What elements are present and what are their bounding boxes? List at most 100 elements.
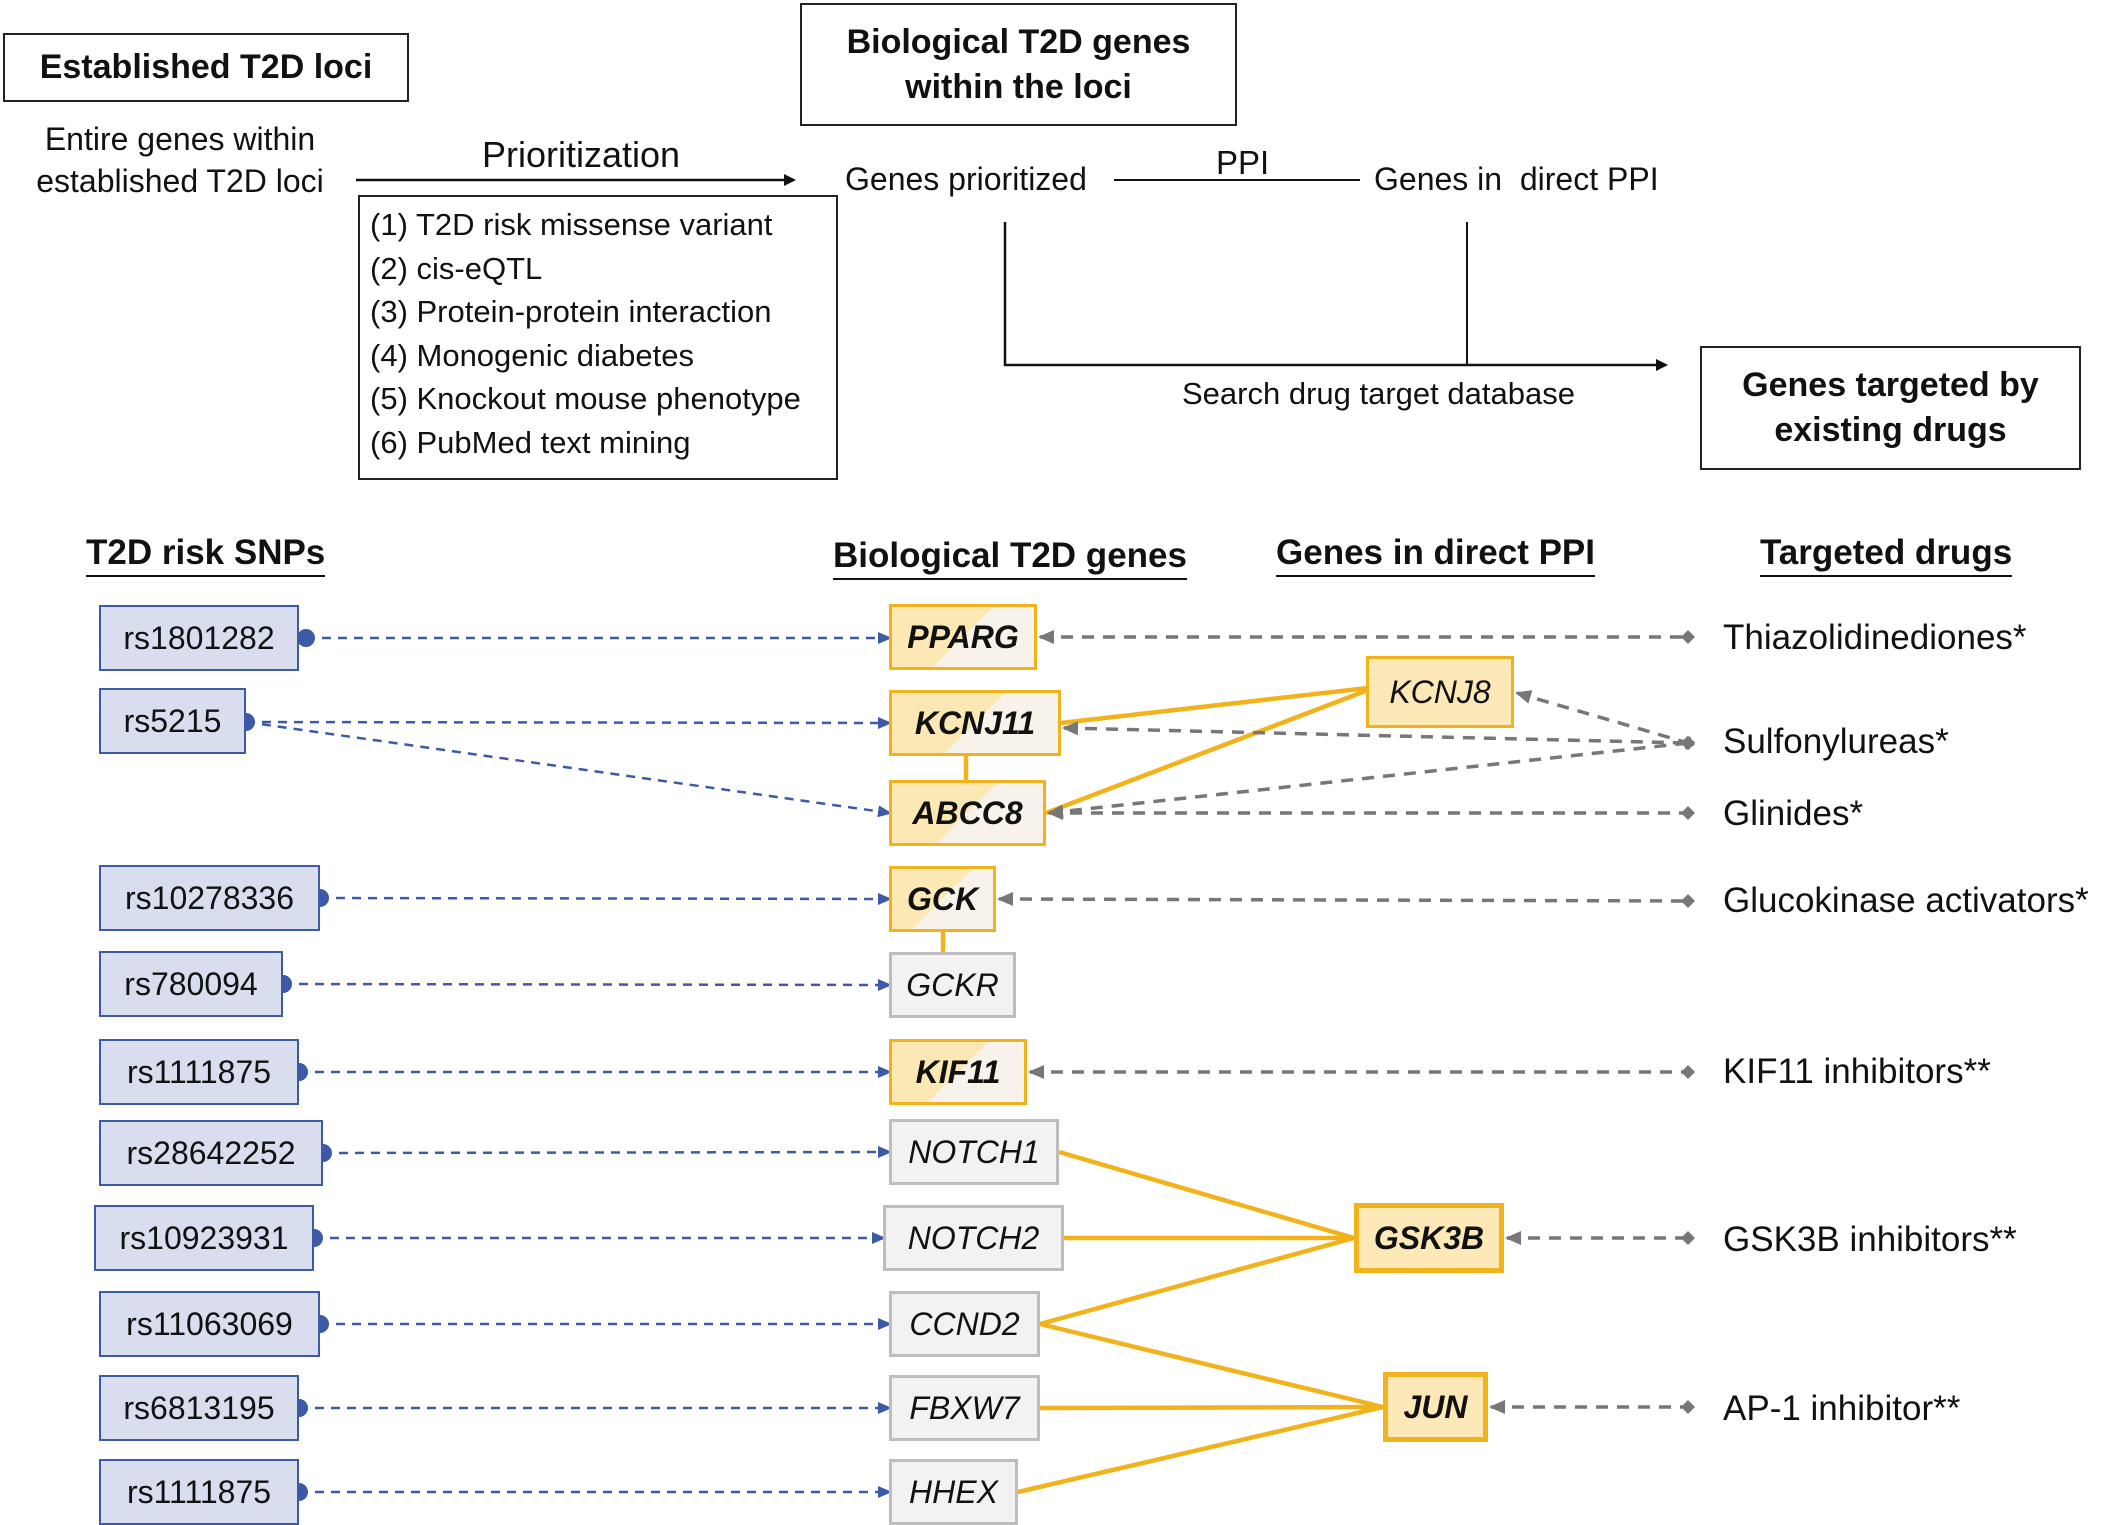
snp-gene-link xyxy=(282,978,892,991)
gene-label: KCNJ11 xyxy=(914,704,1036,741)
gene-label: PPARG xyxy=(907,618,1019,655)
drug-label: Glucokinase activators* xyxy=(1723,881,2089,920)
ppi-gene-box: KCNJ8 xyxy=(1366,656,1514,728)
gene-label: CCND2 xyxy=(909,1305,1020,1342)
snp-label: rs1111875 xyxy=(126,1473,272,1510)
snp-box: rs5215 xyxy=(99,688,246,754)
gene-label: ABCC8 xyxy=(912,794,1023,831)
drug-label: GSK3B inhibitors** xyxy=(1723,1220,2017,1259)
snp-label: rs10278336 xyxy=(124,879,295,916)
established-loci-box: Established T2D loci xyxy=(3,33,409,102)
criteria-item: (5) Knockout mouse phenotype xyxy=(370,381,801,416)
gene-label: NOTCH2 xyxy=(907,1219,1040,1256)
criteria-item: (2) cis-eQTL xyxy=(370,250,543,286)
ppi-link xyxy=(1039,1235,1355,1327)
snp-label: rs5215 xyxy=(123,702,222,739)
entire-genes-line-2: established T2D loci xyxy=(36,163,324,200)
gene-label: HHEX xyxy=(909,1473,998,1510)
biological-genes-line-1: Biological T2D genes xyxy=(846,22,1191,61)
drug-label: KIF11 inhibitors** xyxy=(1723,1052,1991,1091)
biological-genes-line-2: within the loci xyxy=(905,67,1132,106)
snp-gene-link xyxy=(319,892,892,905)
snp-label: rs28642252 xyxy=(126,1134,296,1171)
entire-genes-text: Entire genes within established T2D loci xyxy=(20,118,340,202)
gene-box: ABCC8 xyxy=(889,780,1046,846)
criteria-item: (6) PubMed text mining xyxy=(370,424,691,460)
snp-gene-link xyxy=(245,716,892,729)
header-bio-genes: Biological T2D genes xyxy=(833,536,1187,580)
snp-label: rs6813195 xyxy=(123,1389,275,1426)
snp-label: rs10923931 xyxy=(119,1219,289,1256)
ppi-gene-box: GSK3B xyxy=(1354,1203,1504,1273)
gene-box: FBXW7 xyxy=(889,1375,1040,1441)
drug-link xyxy=(997,892,1695,908)
drug-label: Sulfonylureas* xyxy=(1723,722,1949,761)
snp-label: rs780094 xyxy=(124,965,258,1002)
snp-box: rs780094 xyxy=(99,951,283,1017)
gene-label: GCK xyxy=(906,880,979,917)
ppi-link xyxy=(1058,1149,1355,1241)
header-direct-ppi: Genes in direct PPI xyxy=(1276,533,1595,577)
snp-label: rs1801282 xyxy=(123,619,275,656)
targeted-genes-box: Genes targeted by existing drugs xyxy=(1700,346,2081,470)
drug-label: Glinides* xyxy=(1723,794,1864,833)
snp-gene-link xyxy=(322,1146,892,1159)
ppi-link xyxy=(1039,1404,1384,1411)
ppi-link xyxy=(1039,1321,1384,1410)
ppi-link xyxy=(1060,685,1369,726)
snp-box: rs1111875 xyxy=(99,1459,299,1525)
drug-link xyxy=(1062,721,1695,750)
snp-box: rs11063069 xyxy=(99,1291,320,1357)
snp-box: rs1111875 xyxy=(99,1039,299,1105)
targeted-genes-line-2: existing drugs xyxy=(1774,411,2007,449)
gene-box: PPARG xyxy=(889,604,1037,670)
ppi-gene-label: KCNJ8 xyxy=(1389,673,1491,710)
ppi-link xyxy=(1017,1404,1384,1495)
gene-box: CCND2 xyxy=(889,1291,1040,1357)
gene-box: HHEX xyxy=(889,1459,1018,1525)
snp-box: rs10923931 xyxy=(94,1205,314,1271)
entire-genes-line-1: Entire genes within xyxy=(44,121,316,157)
genes-direct-ppi-label: Genes in direct PPI xyxy=(1374,161,1659,197)
snp-gene-link xyxy=(245,720,892,818)
genes-prioritized-label: Genes prioritized xyxy=(845,161,1087,197)
snp-box: rs6813195 xyxy=(99,1375,299,1441)
snp-box: rs28642252 xyxy=(99,1120,323,1186)
drug-label: AP-1 inhibitor** xyxy=(1723,1389,1961,1428)
snp-box: rs10278336 xyxy=(99,865,320,931)
criteria-item: (4) Monogenic diabetes xyxy=(370,337,694,373)
snp-links xyxy=(237,629,892,1501)
gene-box: GCKR xyxy=(889,952,1016,1018)
drug-links xyxy=(997,630,1695,1414)
gene-label: NOTCH1 xyxy=(908,1133,1040,1170)
header-drugs: Targeted drugs xyxy=(1760,533,2013,577)
criteria-item: (1) T2D risk missense variant xyxy=(370,207,773,242)
gene-box: GCK xyxy=(889,866,996,932)
gene-label: GCKR xyxy=(906,966,999,1003)
search-arrow xyxy=(1003,222,1668,371)
ppi-label: PPI xyxy=(1216,144,1270,181)
ppi-gene-label: JUN xyxy=(1403,1388,1468,1425)
ppi-gene-box: JUN xyxy=(1383,1372,1488,1442)
criteria-list: (1) T2D risk missense variant (2) cis-eQ… xyxy=(358,195,838,480)
snp-label: rs1111875 xyxy=(126,1053,272,1090)
snp-box: rs1801282 xyxy=(99,605,299,671)
gene-label: KIF11 xyxy=(915,1053,1001,1090)
criteria-item: (3) Protein-protein interaction xyxy=(370,294,772,329)
drug-link xyxy=(1047,736,1695,819)
targeted-genes-line-1: Genes targeted by xyxy=(1742,366,2039,405)
prioritization-label: Prioritization xyxy=(482,134,681,175)
gene-label: FBXW7 xyxy=(909,1389,1020,1426)
search-drug-db-label: Search drug target database xyxy=(1182,376,1575,411)
gene-box: NOTCH1 xyxy=(889,1119,1059,1185)
ppi-gene-label: GSK3B xyxy=(1373,1219,1485,1256)
drug-link xyxy=(1515,690,1695,750)
gene-box: KIF11 xyxy=(889,1039,1027,1105)
header-snps: T2D risk SNPs xyxy=(86,533,326,577)
biological-genes-box: Biological T2D genes within the loci xyxy=(800,3,1237,126)
drug-label: Thiazolidinediones* xyxy=(1723,618,2027,657)
gene-box: NOTCH2 xyxy=(883,1205,1064,1271)
gene-box: KCNJ11 xyxy=(889,690,1061,756)
established-loci-title: Established T2D loci xyxy=(39,48,373,86)
